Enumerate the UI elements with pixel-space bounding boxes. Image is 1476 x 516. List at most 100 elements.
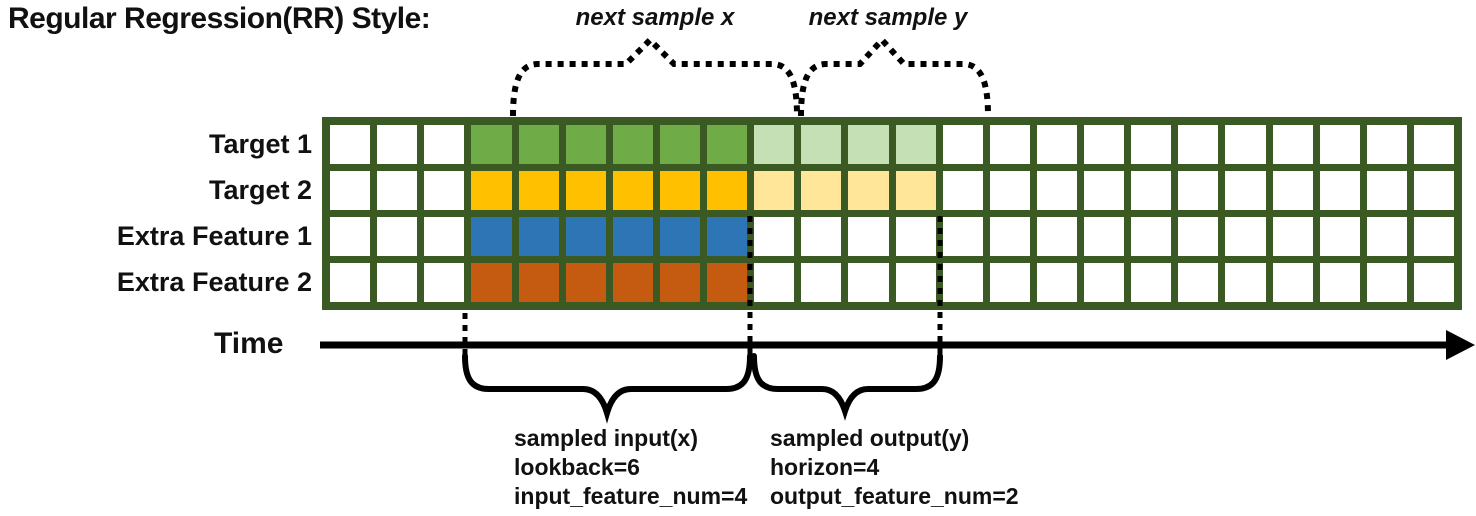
grid-cell — [518, 217, 559, 256]
grid-cell — [565, 217, 606, 256]
grid-cell — [801, 125, 842, 164]
next-sample-x-label: next sample x — [575, 4, 735, 31]
grid-cell — [848, 125, 889, 164]
grid-cell — [707, 263, 748, 302]
grid-cell — [659, 171, 700, 210]
grid-cell — [1178, 125, 1219, 164]
grid-cell — [801, 263, 842, 302]
grid-cell — [1131, 217, 1172, 256]
grid-cell — [424, 125, 465, 164]
grid-cell — [1084, 125, 1125, 164]
next-sample-y-brace — [798, 35, 991, 117]
grid-cell — [1225, 263, 1266, 302]
grid-cell — [895, 171, 936, 210]
grid-cell — [1366, 217, 1407, 256]
grid-cell — [1413, 171, 1454, 210]
grid-cell — [330, 263, 371, 302]
grid-cell — [1366, 171, 1407, 210]
output-feature-num: output_feature_num=2 — [770, 483, 1019, 509]
page-title: Regular Regression(RR) Style: — [8, 2, 431, 35]
horizon-value: horizon=4 — [770, 454, 880, 480]
grid-cell — [1319, 171, 1360, 210]
grid-cell — [1413, 263, 1454, 302]
grid-cell — [612, 171, 653, 210]
grid-cell — [989, 217, 1030, 256]
grid-cell — [612, 263, 653, 302]
sampled-input-brace — [462, 353, 753, 424]
grid-cell — [895, 125, 936, 164]
sampled-output-title: sampled output(y) — [770, 425, 970, 451]
grid-cell — [1413, 125, 1454, 164]
grid-cell — [1178, 171, 1219, 210]
row-label-target-1: Target 1 — [208, 129, 312, 159]
time-axis-arrowhead — [1446, 330, 1475, 360]
grid-cell — [1225, 125, 1266, 164]
grid-cell — [848, 217, 889, 256]
sampled-output-brace — [751, 353, 943, 421]
grid-cell — [330, 125, 371, 164]
grid-row-extra-feature-1 — [330, 217, 1454, 256]
sampled-output-note: sampled output(y) horizon=4 output_featu… — [770, 424, 1019, 511]
grid-cell — [1036, 217, 1077, 256]
row-label-extra-feature-2: Extra Feature 2 — [116, 267, 312, 297]
grid-cell — [659, 217, 700, 256]
grid-cell — [377, 171, 418, 210]
grid-cell — [942, 263, 983, 302]
grid-cell — [989, 171, 1030, 210]
grid-cell — [565, 171, 606, 210]
grid-cell — [1272, 263, 1313, 302]
grid-cell — [754, 171, 795, 210]
grid-cell — [801, 171, 842, 210]
grid-cell — [1084, 263, 1125, 302]
grid-cell — [330, 217, 371, 256]
grid-cell — [471, 171, 512, 210]
next-sample-y-label: next sample y — [808, 4, 968, 31]
grid-cell — [518, 125, 559, 164]
grid-row-extra-feature-2 — [330, 263, 1454, 302]
grid-cell — [377, 263, 418, 302]
grid-cell — [565, 125, 606, 164]
grid-cell — [895, 217, 936, 256]
grid-cell — [1036, 263, 1077, 302]
grid-cell — [895, 263, 936, 302]
grid-cell — [424, 263, 465, 302]
input-feature-num: input_feature_num=4 — [514, 483, 748, 509]
grid-cell — [942, 217, 983, 256]
grid-cell — [848, 171, 889, 210]
grid-cell — [848, 263, 889, 302]
grid-cell — [989, 263, 1030, 302]
grid-cell — [377, 125, 418, 164]
row-label-target-2: Target 2 — [208, 175, 312, 205]
grid-cell — [1272, 217, 1313, 256]
grid-cell — [330, 171, 371, 210]
grid-cell — [1084, 171, 1125, 210]
lookback-value: lookback=6 — [514, 454, 640, 480]
grid-cell — [754, 125, 795, 164]
grid-cell — [942, 125, 983, 164]
grid-cell — [1178, 263, 1219, 302]
grid-row-target-2 — [330, 171, 1454, 210]
grid-cell — [1131, 125, 1172, 164]
grid-cell — [518, 263, 559, 302]
grid-cell — [612, 217, 653, 256]
grid-cell — [424, 217, 465, 256]
grid-cell — [424, 171, 465, 210]
grid-cell — [1036, 125, 1077, 164]
grid-cell — [942, 171, 983, 210]
grid-cell — [1319, 125, 1360, 164]
next-sample-x-brace — [510, 35, 800, 117]
grid-cell — [659, 263, 700, 302]
grid-cell — [1319, 263, 1360, 302]
grid-cell — [471, 125, 512, 164]
grid-cell — [377, 217, 418, 256]
grid-cell — [612, 125, 653, 164]
sampled-input-note: sampled input(x) lookback=6 input_featur… — [514, 424, 747, 511]
grid-row-target-1 — [330, 125, 1454, 164]
grid-cell — [1131, 171, 1172, 210]
time-axis-label: Time — [214, 327, 284, 360]
grid-cell — [707, 125, 748, 164]
grid-cell — [518, 171, 559, 210]
grid-cell — [1366, 125, 1407, 164]
grid-cell — [754, 263, 795, 302]
